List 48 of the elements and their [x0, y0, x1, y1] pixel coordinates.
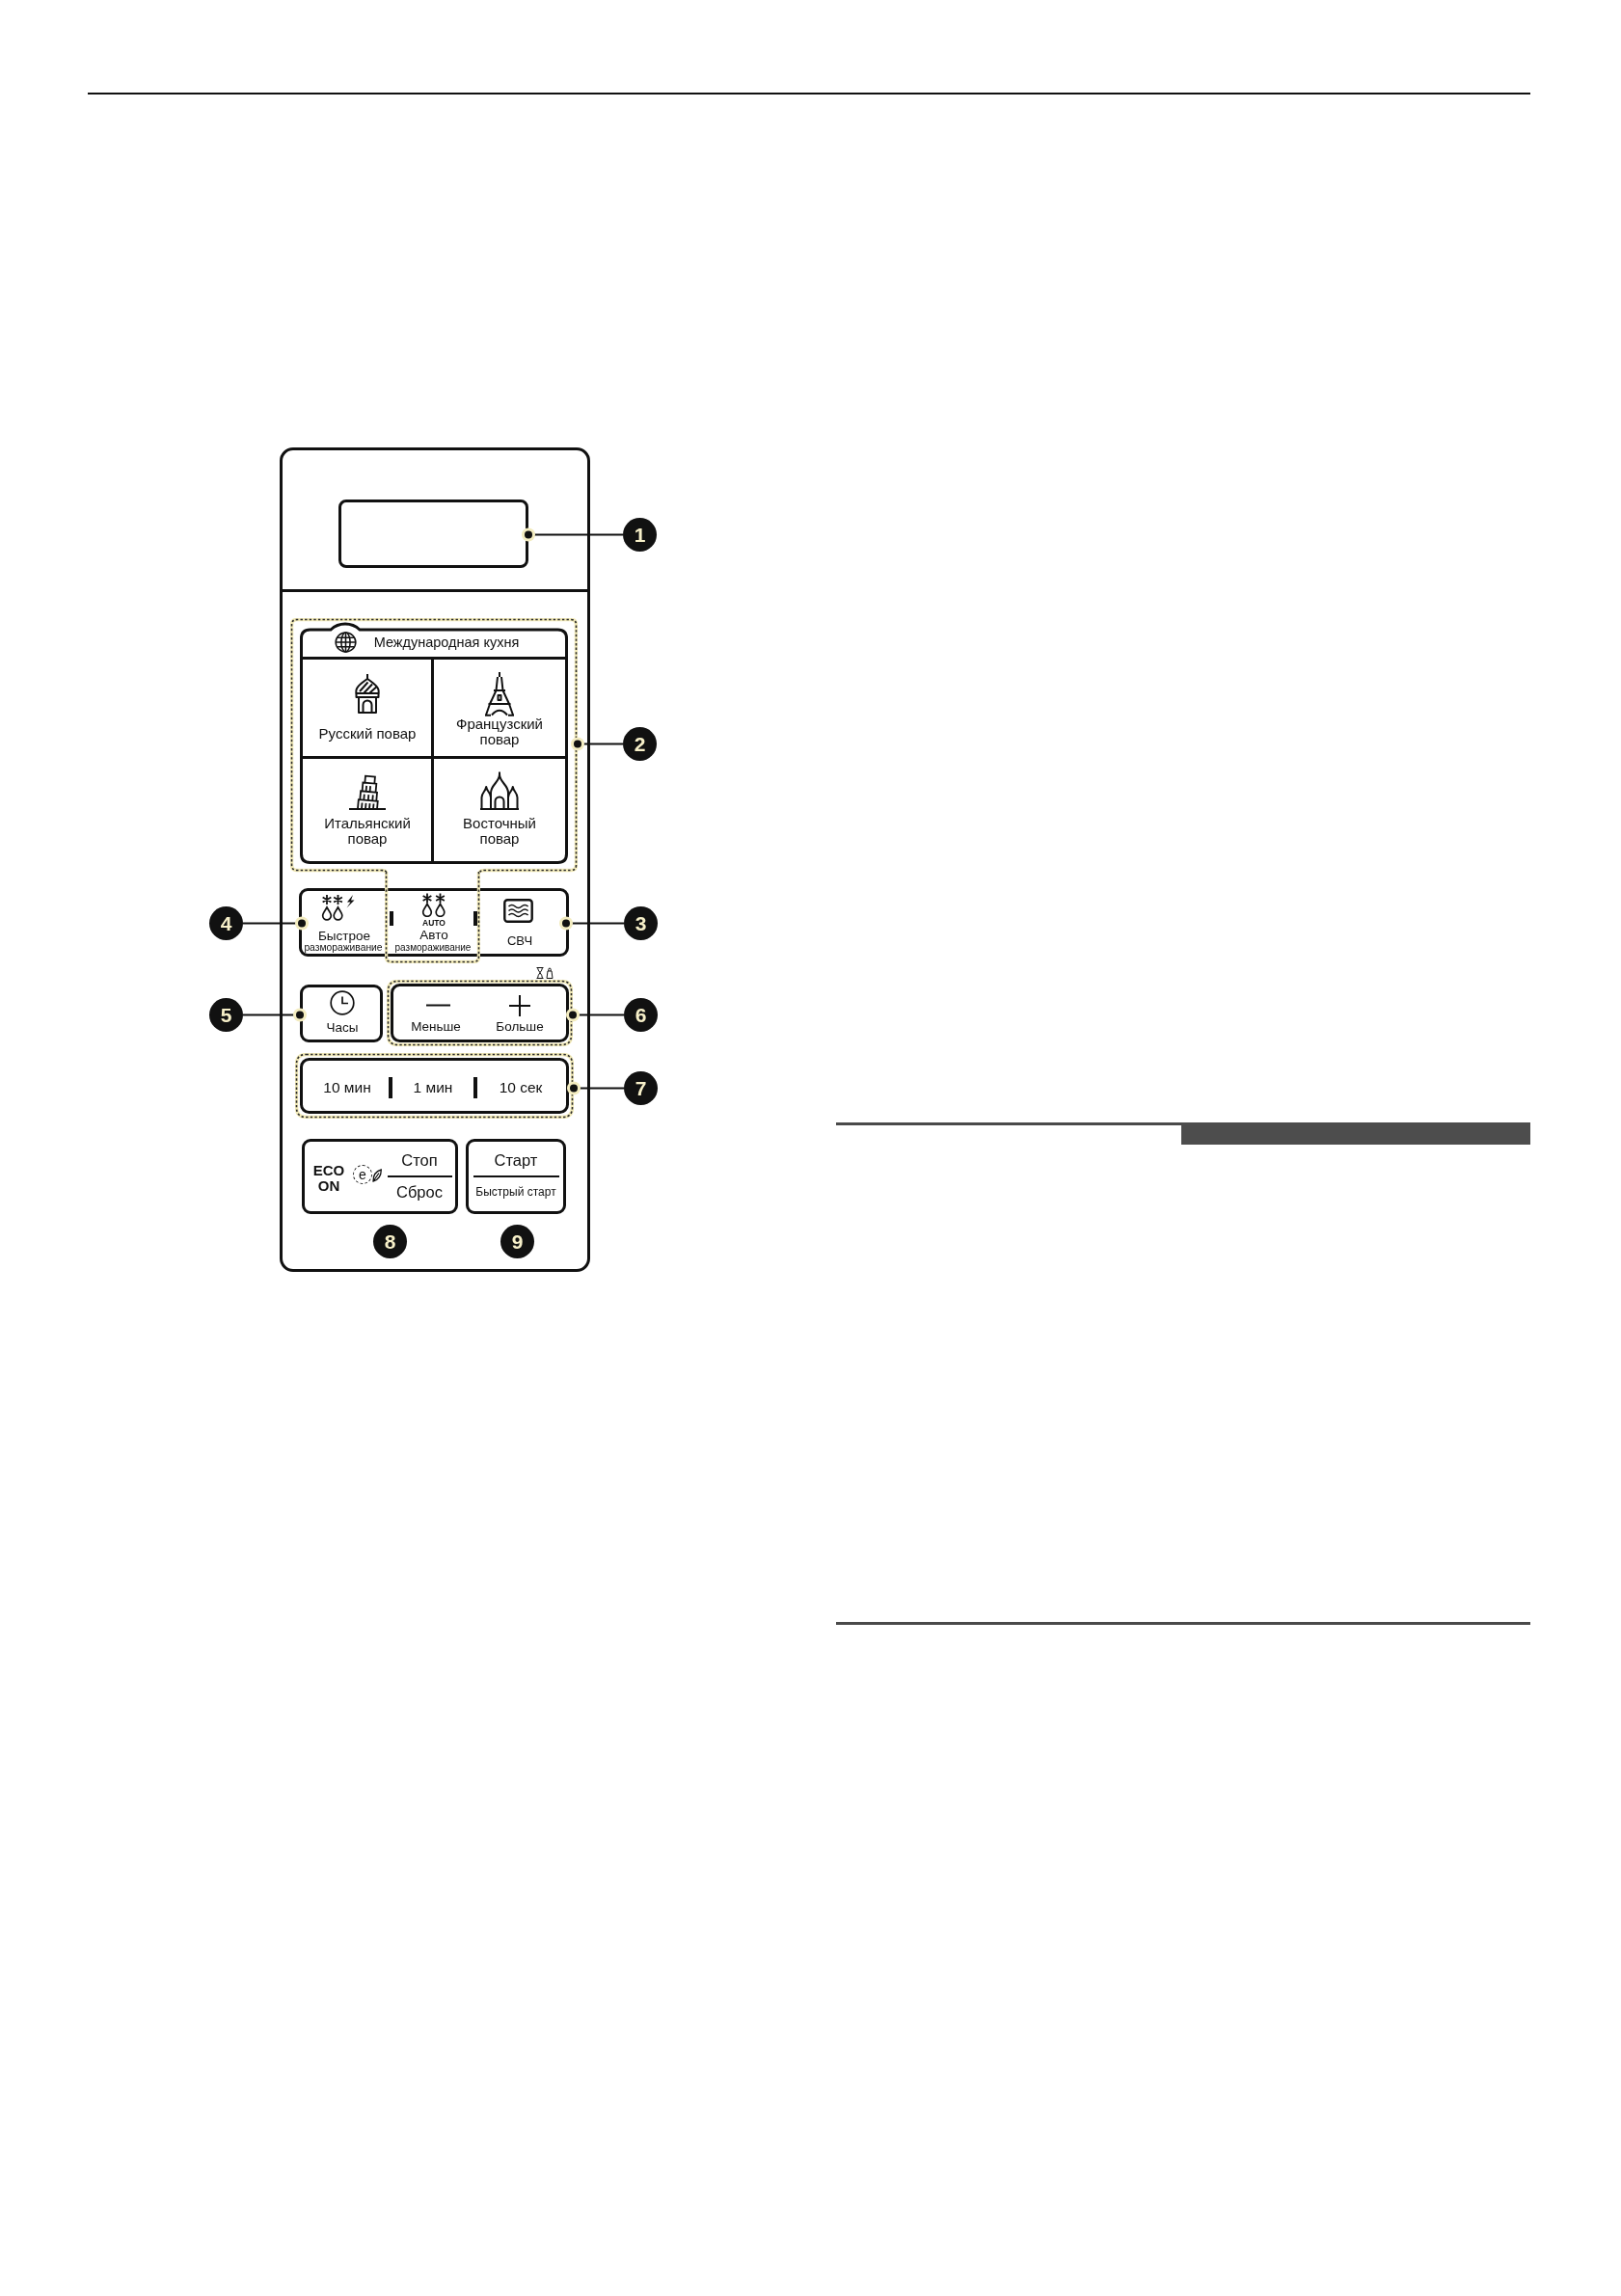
key-strip	[299, 888, 569, 957]
callout-number: 4	[209, 906, 243, 940]
key-label: Сброс	[396, 1182, 443, 1202]
leader-line	[571, 737, 624, 751]
key-label: Русский повар	[318, 724, 417, 742]
menu-key	[303, 756, 434, 861]
key-label: Авто	[419, 928, 448, 941]
callout-number: 3	[624, 906, 658, 940]
key-label: Часы	[326, 1019, 359, 1035]
leader-line	[242, 1008, 307, 1022]
key-label: СВЧ	[506, 932, 533, 948]
key-label: 10 мин	[323, 1079, 371, 1096]
callout-number: 5	[209, 998, 243, 1032]
leader-line	[566, 1008, 625, 1022]
key-label: AUTO	[422, 918, 446, 928]
key-label: 10 сек	[499, 1079, 543, 1096]
control-panel	[280, 447, 590, 1272]
display-window	[338, 500, 528, 568]
key-label: Старт	[494, 1150, 538, 1170]
callout-number: 9	[500, 1225, 534, 1258]
leader-line	[567, 1081, 625, 1095]
callout-number: 8	[373, 1225, 407, 1258]
eco-label: ECO ON	[311, 1163, 346, 1194]
key-label: Восточный повар	[462, 816, 537, 847]
callout-number: 6	[624, 998, 658, 1032]
key-label: Быстрый старт	[475, 1185, 556, 1199]
key-label: Стоп	[401, 1150, 438, 1170]
stop-key	[302, 1139, 458, 1214]
leader-line	[559, 916, 625, 931]
leader-line	[522, 527, 624, 542]
key-label: размораживание	[394, 941, 472, 953]
clock-key	[300, 985, 383, 1042]
key-label: Французский повар	[455, 716, 544, 747]
time-key-strip	[295, 1053, 574, 1119]
key-label: 1 мин	[413, 1079, 453, 1096]
menu-heading: Международная кухня	[373, 634, 520, 651]
callout-number: 2	[623, 727, 657, 761]
menu-key	[303, 657, 434, 756]
callout-number: 7	[624, 1071, 658, 1105]
adjust-key	[387, 980, 573, 1046]
leader-line	[242, 916, 309, 931]
callout-number: 1	[623, 518, 657, 552]
start-key	[466, 1139, 566, 1214]
key-label: Больше	[496, 1018, 544, 1034]
key-label: Итальянский повар	[323, 816, 412, 847]
outlined-key	[385, 872, 480, 963]
key-label: Меньше	[411, 1018, 461, 1034]
key-label: Быстрое	[318, 929, 370, 942]
